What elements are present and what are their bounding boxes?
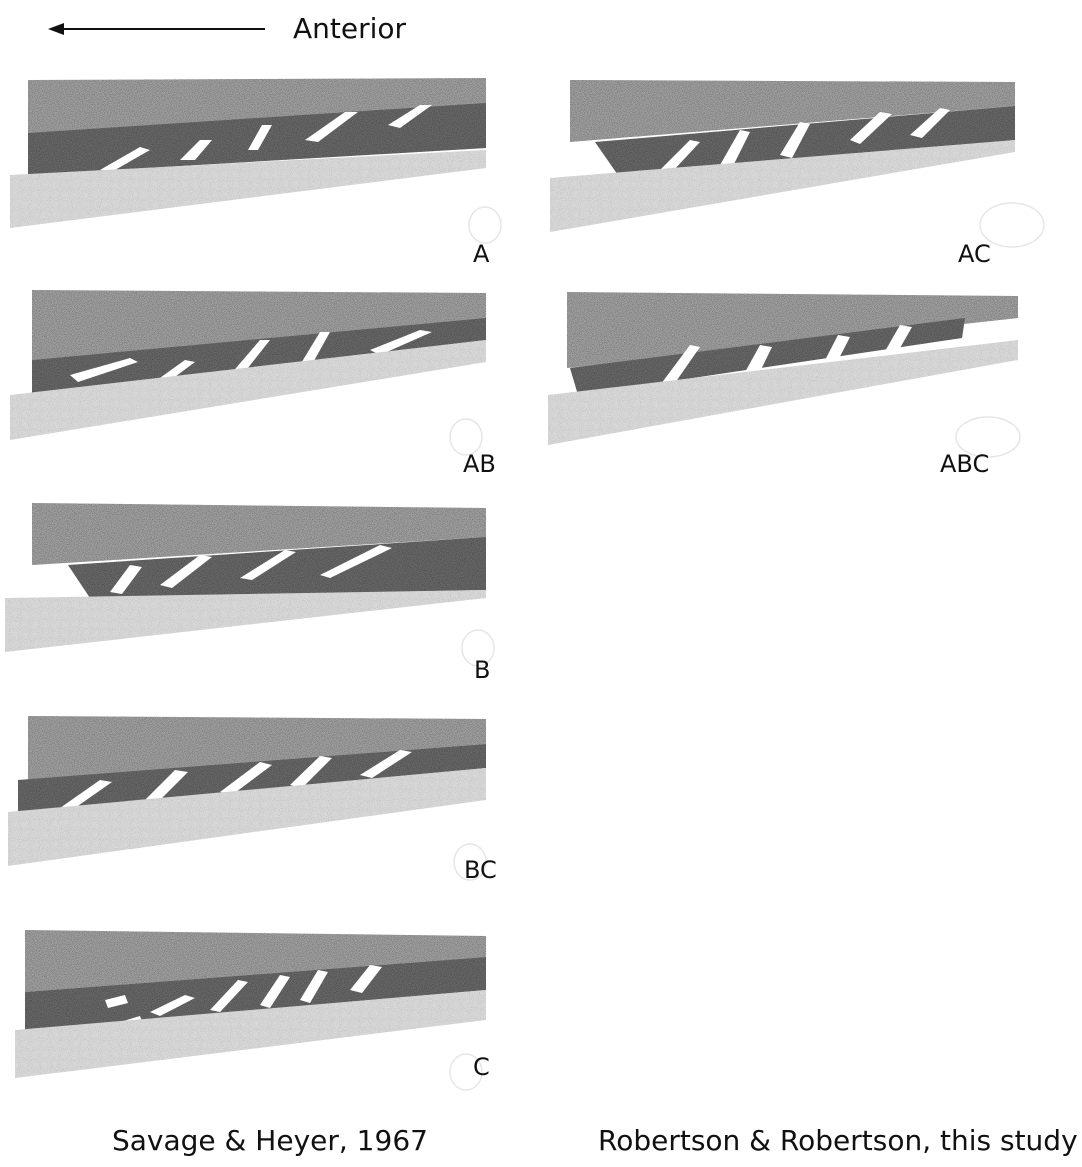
panel-label-bc: BC [464, 856, 497, 884]
left-column-caption: Savage & Heyer, 1967 [112, 1124, 428, 1157]
panel-a-circle [469, 207, 501, 243]
panel-bc [8, 716, 486, 880]
panel-label-ab: AB [463, 450, 496, 478]
direction-label: Anterior [293, 12, 407, 45]
panel-ac [550, 80, 1044, 247]
right-column-caption: Robertson & Robertson, this study [598, 1124, 1078, 1157]
panel-abc [548, 292, 1020, 457]
panel-label-abc: ABC [940, 450, 989, 478]
panel-b-lower-band [5, 590, 486, 652]
panel-label-b: B [474, 656, 490, 684]
panel-a [10, 78, 501, 243]
panel-c [15, 930, 486, 1090]
panel-ab [10, 290, 486, 455]
panel-b [5, 503, 494, 666]
panel-label-ac: AC [958, 240, 991, 268]
panel-label-c: C [473, 1053, 490, 1081]
panel-label-a: A [473, 240, 490, 268]
anterior-arrow [48, 23, 265, 35]
